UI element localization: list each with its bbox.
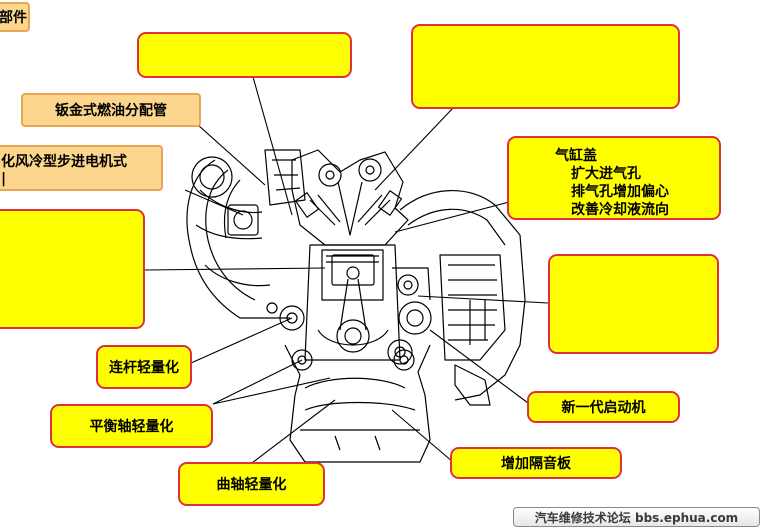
fuel-rail-text: 钣金式燃油分配管: [55, 103, 167, 119]
forum-watermark: 汽车维修技术论坛 bbs.ephua.com: [513, 507, 760, 527]
blank-callout-top-right: [411, 24, 680, 109]
cylinder-head-item-intake: 扩大进气孔: [571, 166, 641, 182]
engine-drawing: [186, 149, 526, 463]
sound-insulation-text: 增加隔音板: [501, 456, 571, 472]
forum-watermark-text: 汽车维修技术论坛 bbs.ephua.com: [534, 510, 739, 525]
blank-callout-left: [0, 209, 145, 329]
blank-callout-right: [548, 254, 719, 354]
fuel-rail-label: 钣金式燃油分配管: [21, 93, 201, 127]
stepper-motor-text-line1: 化风冷型步进电机式: [1, 154, 127, 170]
partial-component-text: 部件: [0, 10, 27, 26]
leader-lines: [144, 76, 556, 464]
stepper-motor-text-line2: |: [1, 171, 7, 187]
partial-component-label: 部件: [0, 2, 30, 32]
balance-shaft-callout: 平衡轴轻量化: [50, 404, 213, 448]
con-rod-text: 连杆轻量化: [109, 360, 179, 376]
cylinder-head-item-coolant: 改善冷却液流向: [571, 202, 669, 218]
starter-callout: 新一代启动机: [527, 391, 680, 423]
cylinder-head-item-exhaust: 排气孔增加偏心: [571, 184, 669, 200]
crankshaft-text: 曲轴轻量化: [216, 477, 287, 493]
cylinder-head-title: 气缸盖: [555, 148, 597, 164]
crankshaft-callout: 曲轴轻量化: [178, 462, 325, 506]
cylinder-head-callout: 气缸盖 扩大进气孔 排气孔增加偏心 改善冷却液流向: [507, 136, 721, 220]
sound-insulation-callout: 增加隔音板: [450, 447, 622, 479]
starter-text: 新一代启动机: [561, 400, 646, 416]
balance-shaft-text: 平衡轴轻量化: [89, 419, 174, 435]
con-rod-callout: 连杆轻量化: [96, 345, 192, 389]
stepper-motor-label: 化风冷型步进电机式 |: [0, 145, 163, 191]
blank-callout-top: [137, 32, 352, 78]
